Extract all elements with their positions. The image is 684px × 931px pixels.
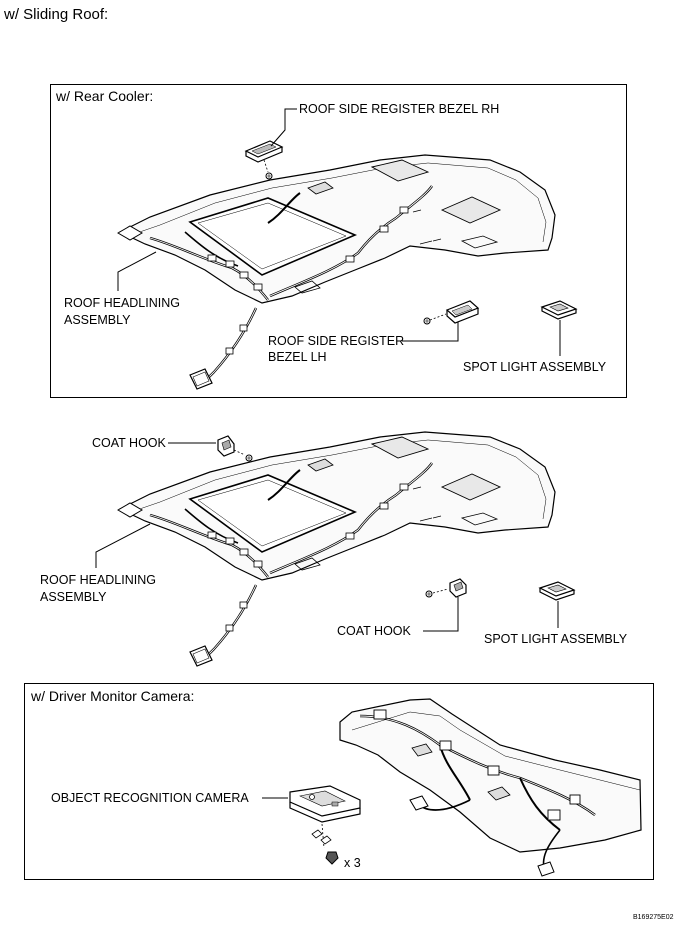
coat-hook-top-part — [217, 435, 235, 457]
label-coat-hook-top: COAT HOOK — [92, 436, 166, 450]
fastener-icon — [325, 851, 339, 865]
roof-side-register-bezel-rh-part — [244, 140, 284, 163]
driver-monitor-camera-title: w/ Driver Monitor Camera: — [31, 688, 195, 704]
label-roof-headlining-2-line1: ROOF HEADLINING — [40, 573, 156, 587]
label-roof-headlining-1-line1: ROOF HEADLINING — [64, 296, 180, 310]
roof-side-register-bezel-lh-part — [445, 300, 480, 324]
headliner-detail-camera-area — [339, 698, 642, 877]
roof-headlining-assembly-2 — [116, 430, 557, 668]
coat-hook-bottom-part — [449, 578, 467, 598]
page-title: w/ Sliding Roof: — [4, 6, 109, 23]
label-spot-light-assembly-2: SPOT LIGHT ASSEMBLY — [484, 632, 628, 646]
illustration-code: B169275E02 — [633, 914, 674, 921]
label-qty-x3: x 3 — [344, 856, 361, 870]
rear-cooler-title: w/ Rear Cooler: — [56, 88, 154, 104]
object-recognition-camera-part — [289, 785, 361, 823]
label-roof-side-register-bezel-lh-line1: ROOF SIDE REGISTER — [268, 334, 405, 348]
spot-light-assembly-part-1 — [541, 300, 577, 320]
rear-cooler-frame — [50, 84, 627, 398]
roof-headlining-assembly-1 — [116, 153, 557, 391]
label-spot-light-assembly-1: SPOT LIGHT ASSEMBLY — [463, 360, 607, 374]
label-coat-hook-bottom: COAT HOOK — [337, 624, 411, 638]
label-roof-headlining-2-line2: ASSEMBLY — [40, 590, 107, 604]
driver-monitor-camera-frame — [24, 683, 654, 880]
label-roof-side-register-bezel-lh-line2: BEZEL LH — [268, 350, 327, 364]
spot-light-assembly-part-2 — [539, 581, 575, 601]
label-roof-headlining-1-line2: ASSEMBLY — [64, 313, 131, 327]
label-object-recognition-camera: OBJECT RECOGNITION CAMERA — [51, 791, 249, 805]
label-roof-side-register-bezel-rh: ROOF SIDE REGISTER BEZEL RH — [299, 102, 500, 116]
